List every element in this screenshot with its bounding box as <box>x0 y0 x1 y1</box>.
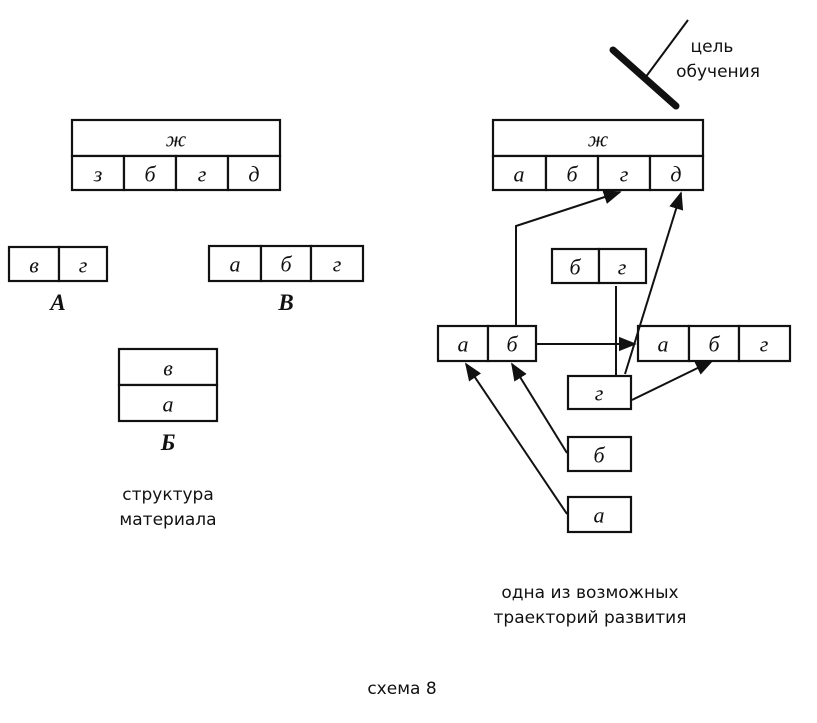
right-top-cell-2 <box>544 154 600 192</box>
pair-bg-cell-2-text: г <box>618 255 627 280</box>
goal-label-line-1: цель <box>691 37 734 57</box>
pair-ab-cell-1 <box>436 324 490 363</box>
group-a-label: А <box>48 290 65 315</box>
left-top-header-box <box>70 118 282 158</box>
group-v-cell-2 <box>259 244 313 283</box>
left-caption-line-2: материала <box>119 510 216 530</box>
single-b: б <box>566 435 633 473</box>
single-a-box <box>566 495 633 534</box>
trajectory-arrows <box>464 190 714 515</box>
right-top-cell-4 <box>648 154 705 192</box>
triple-abg-cell-1-text: а <box>658 332 669 357</box>
right-top-cell-1-text: а <box>514 162 525 187</box>
goal-label-line-2: обучения <box>676 62 760 82</box>
pair-ab-cell-2-text: б <box>506 332 518 357</box>
left-top-cell-1-text: з <box>93 162 103 187</box>
group-v-cell-1 <box>207 244 263 283</box>
right-top-cell-3-text: г <box>620 162 629 187</box>
single-b-text: б <box>593 443 605 468</box>
single-g-box <box>566 374 633 411</box>
triple-abg: а б г <box>636 324 792 363</box>
single-g: г <box>566 374 633 411</box>
group-b-cell-2 <box>117 383 219 423</box>
triple-abg-cell-2 <box>687 324 741 363</box>
triple-abg-cell-2-text: б <box>708 332 720 357</box>
figure-caption: схема 8 <box>367 679 436 699</box>
pair-bg: б г <box>550 247 648 285</box>
arrow-g-to-d-cell <box>624 191 684 375</box>
group-b-cell-2-text: а <box>163 392 174 417</box>
left-top-cell-4 <box>226 154 282 192</box>
arrow-ab-to-g-cell <box>515 190 622 326</box>
pair-ab-cell-1-text: а <box>458 332 469 357</box>
goal-flag-bar <box>609 46 680 110</box>
left-top-cell-1 <box>70 154 126 192</box>
pair-bg-cell-1-text: б <box>569 255 581 280</box>
group-v: а б г В <box>207 244 365 315</box>
left-top-cell-3-text: г <box>198 162 207 187</box>
pair-bg-cell-2 <box>597 247 648 285</box>
single-a-text: а <box>594 503 605 528</box>
single-b-box <box>566 435 633 473</box>
group-v-cell-2-text: б <box>280 252 292 277</box>
triple-abg-cell-3 <box>737 324 792 363</box>
left-top-cell-2 <box>122 154 178 192</box>
right-top-cell-4-text: д <box>670 162 681 187</box>
arrow-b-to-ab <box>511 362 568 454</box>
left-top-block: ж з б г д <box>70 118 282 192</box>
triple-abg-cell-3-text: г <box>760 332 769 357</box>
right-caption-line-1: одна из возможных <box>501 583 678 603</box>
right-top-header-text: ж <box>588 127 609 152</box>
right-top-header-box <box>491 118 705 158</box>
group-a-cell-2 <box>57 245 109 283</box>
right-top-cell-2-text: б <box>566 162 578 187</box>
left-top-cell-2-text: б <box>144 162 156 187</box>
group-b: в а Б <box>117 347 219 455</box>
left-top-header-text: ж <box>166 127 187 152</box>
arrow-g-to-abg <box>631 360 714 401</box>
goal-flag: цель обучения <box>609 19 760 110</box>
group-b-label: Б <box>160 430 176 455</box>
group-a: в г А <box>7 245 109 315</box>
group-v-cell-3-text: г <box>333 252 342 277</box>
goal-flag-pole <box>644 19 689 79</box>
right-top-block: ж а б г д <box>491 118 705 192</box>
group-a-cell-1-text: в <box>29 253 39 278</box>
right-top-cell-1 <box>491 154 548 192</box>
left-top-cell-4-text: д <box>248 162 259 187</box>
group-b-cell-1-text: в <box>163 356 173 381</box>
group-v-cell-1-text: а <box>230 252 241 277</box>
group-v-cell-3 <box>309 244 365 283</box>
group-v-label: В <box>277 290 293 315</box>
group-b-cell-1 <box>117 347 219 387</box>
pair-ab: а б <box>436 324 538 363</box>
single-g-text: г <box>595 381 604 406</box>
pair-ab-cell-2 <box>486 324 538 363</box>
right-top-cell-3 <box>596 154 652 192</box>
right-caption-line-2: траекторий развития <box>494 608 687 628</box>
single-a: а <box>566 495 633 534</box>
arrow-a-to-ab <box>464 362 568 515</box>
left-caption-line-1: структура <box>122 485 214 505</box>
group-a-cell-2-text: г <box>79 253 88 278</box>
